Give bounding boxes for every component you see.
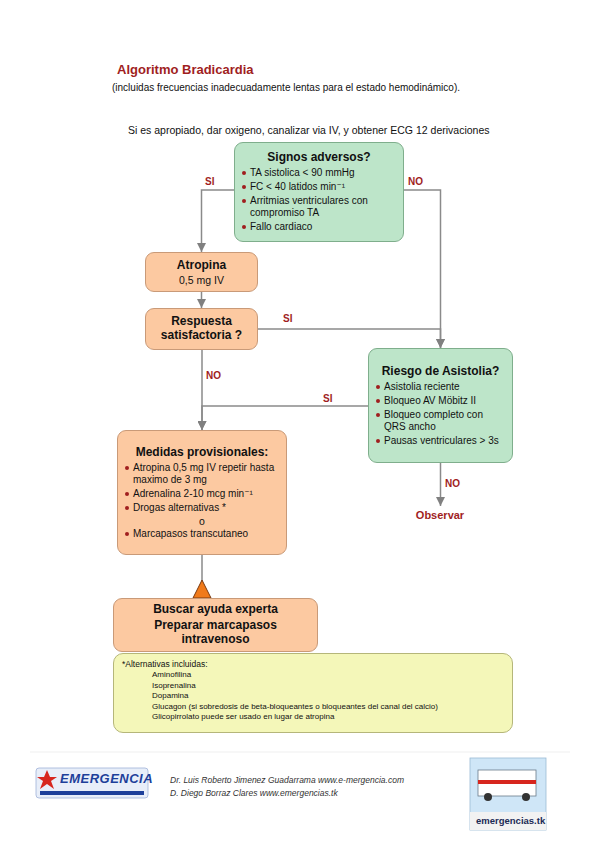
- ambulance-stripe: [478, 780, 536, 784]
- logo-stripe: [40, 791, 144, 795]
- node-heading: Riesgo de Asistolia?: [375, 364, 506, 378]
- edge-label: NO: [408, 176, 423, 187]
- process-box: Atropina 0,5 mg IV: [145, 252, 258, 292]
- connector-arrow: [258, 329, 441, 348]
- bullet-dot: [125, 506, 129, 510]
- logo-text: EMERGENCIA: [60, 771, 153, 786]
- bullet-item: Pausas ventriculares > 3s: [375, 435, 506, 447]
- bullet-item: Adrenalina 2-10 mcg min⁻¹: [124, 488, 280, 500]
- list-item: Isoprenalina: [122, 681, 504, 692]
- list-item: Glicopirrolato puede ser usado en lugar …: [122, 712, 504, 723]
- bullet-dot: [376, 385, 380, 389]
- author-credit: D. Diego Borraz Clares www.emergencias.t…: [170, 788, 338, 798]
- bullet-item: Fallo cardiaco: [241, 221, 397, 233]
- ambulance-wheel: [484, 793, 492, 801]
- author-credit: Dr. Luis Roberto Jimenez Guadarrama www.…: [170, 775, 404, 785]
- edge-label: SI: [323, 393, 332, 404]
- node-text: Observar: [410, 509, 470, 521]
- bullet-item: Drogas alternativas *: [124, 502, 280, 514]
- node-text: o: [124, 515, 280, 527]
- list-item: Dopamina: [122, 691, 504, 702]
- connector-arrow: [201, 292, 203, 308]
- connector-arrow: [202, 190, 235, 252]
- connector-arrow: [440, 463, 442, 506]
- bullet-item: Atropina 0,5 mg IV repetir hasta maximo …: [124, 462, 280, 486]
- action-box: Medidas provisionales: Atropina 0,5 mg IV…: [117, 430, 287, 555]
- bullet-item: TA sistolica < 90 mmHg: [241, 167, 397, 179]
- list-item: Aminofilina: [122, 670, 504, 681]
- diagram-title: Algoritmo Bradicardia: [117, 62, 254, 77]
- bullet-item: FC < 40 latidos min⁻¹: [241, 181, 397, 193]
- bullet-dot: [242, 171, 246, 175]
- bullet-item: Arritmias ventriculares con compromiso T…: [241, 195, 397, 219]
- bullet-dot: [125, 466, 129, 470]
- edge-label: SI: [283, 313, 292, 324]
- bullet-dot: [242, 199, 246, 203]
- node-heading: Atropina: [152, 258, 251, 272]
- ambulance-wheel: [522, 793, 530, 801]
- bullet-dot: [376, 399, 380, 403]
- node-heading: Respuesta satisfactoria ?: [152, 314, 251, 342]
- subtitle: (incluidas frecuencias inadecuadamente l…: [112, 82, 460, 93]
- footer-logos: [30, 752, 570, 830]
- logo-band: [470, 812, 546, 830]
- instruction-note: Si es apropiado, dar oxigeno, canalizar …: [128, 124, 490, 136]
- bullet-dot: [125, 532, 129, 536]
- bullet-dot: [242, 225, 246, 229]
- node-heading: Preparar marcapasos intravenoso: [120, 618, 311, 646]
- logo-text: emergencias.tk: [476, 815, 545, 826]
- footer-rule: [30, 752, 570, 753]
- action-box: Buscar ayuda expertaPreparar marcapasos …: [113, 598, 318, 652]
- edge-label: NO: [445, 478, 460, 489]
- bullet-dot: [242, 185, 246, 189]
- bullet-dot: [125, 492, 129, 496]
- edge-label: NO: [206, 370, 221, 381]
- decision-box: Riesgo de Asistolia? Asistolia recienteBl…: [368, 348, 513, 463]
- node-heading: Buscar ayuda experta: [120, 602, 311, 616]
- node-heading: Medidas provisionales:: [124, 445, 280, 459]
- decision-box: Signos adversos? TA sistolica < 90 mmHgFC…: [234, 142, 404, 242]
- logo-star: [37, 770, 57, 789]
- bullet-item: Bloqueo AV Möbitz II: [375, 395, 506, 407]
- connector-arrow: [201, 555, 203, 598]
- connector-arrow: [202, 406, 368, 430]
- ambulance-body: [478, 770, 536, 796]
- node-heading: Signos adversos?: [241, 150, 397, 164]
- list-item: Glucagon (si sobredosis de beta-bloquean…: [122, 702, 504, 713]
- edge-label: SI: [205, 176, 214, 187]
- node-text: *Alternativas incluidas:: [122, 659, 504, 670]
- bullet-dot: [376, 413, 380, 417]
- note-box: *Alternativas incluidas:AminofilinaIsopr…: [113, 653, 513, 733]
- connector-arrow: [404, 190, 441, 348]
- bullet-item: Asistolia reciente: [375, 381, 506, 393]
- decision-box: Respuesta satisfactoria ?: [145, 308, 258, 350]
- bullet-item: Marcapasos transcutaneo: [124, 528, 280, 540]
- end-text: Observar: [410, 506, 470, 524]
- bullet-item: Bloqueo completo con QRS ancho: [375, 409, 506, 433]
- ambulance-photo: [470, 758, 546, 830]
- node-text: 0,5 mg IV: [152, 274, 251, 286]
- bullet-dot: [376, 439, 380, 443]
